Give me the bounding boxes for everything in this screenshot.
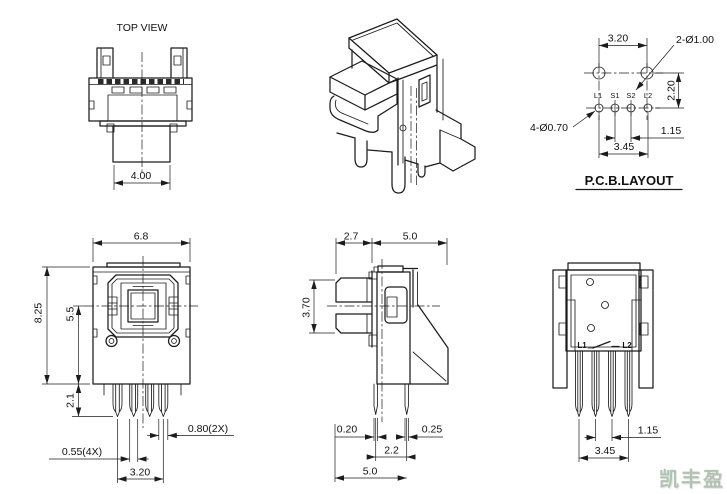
dim-row-spacing: 2.20 — [666, 80, 678, 101]
terminal-label-L1: L1 — [577, 341, 587, 350]
dim-pin-spacing: 2.2 — [384, 445, 399, 457]
dim-total-height: 8.25 — [33, 303, 45, 324]
watermark: 凯丰盈 — [659, 469, 725, 491]
dim-overall-depth: 5.0 — [363, 466, 378, 478]
dim-port-height: 3.70 — [301, 297, 313, 318]
front-view: 6.8 8.25 5.5 2.1 0.80(2X) — [33, 231, 234, 483]
pcb-layout-title: P.C.B.LAYOUT — [585, 173, 674, 188]
side-view-pins — [373, 383, 409, 415]
pad-label-S2: S2 — [626, 91, 635, 100]
pcb-dims: 3.20 2-Ø1.00 2.20 4-Ø0.70 1.15 3.45 — [530, 33, 714, 158]
side-view: 2.7 5.0 3.70 0.20 0.25 — [301, 231, 449, 482]
dim-small-span: 3.45 — [614, 141, 635, 153]
top-view: TOP VIEW — [88, 22, 193, 190]
side-view-dims: 2.7 5.0 3.70 0.20 0.25 — [301, 231, 448, 482]
front-view-pins — [112, 383, 169, 417]
dim-body-depth: 5.0 — [403, 231, 418, 243]
dim-large-pin-width: 0.80(2X) — [188, 423, 228, 435]
rear-view: L1 L2 1.15 3.45 — [552, 262, 661, 462]
rear-view-pins — [575, 350, 633, 417]
dim-pin-length: 2.1 — [65, 393, 77, 408]
front-view-outline — [92, 262, 191, 396]
rear-hole-3 — [587, 324, 595, 332]
rear-view-dims: 1.15 3.45 — [578, 419, 661, 462]
top-view-dims: 4.00 — [113, 165, 171, 190]
callout-large-holes: 2-Ø1.00 — [676, 34, 714, 46]
dim-small-inner-pitch: 1.15 — [661, 125, 682, 137]
dim-body-width: 6.8 — [134, 231, 149, 243]
dim-port-depth: 2.7 — [344, 231, 359, 243]
pcb-layout: L1 S1 S2 L2 3.20 2-Ø1.00 2.20 4-Ø0.70 — [530, 33, 714, 191]
dim-small-pin-width: 0.55(4X) — [62, 446, 102, 458]
pad-label-S1: S1 — [610, 91, 619, 100]
dim-large-pitch: 3.20 — [608, 33, 629, 45]
dim-lower-body-height: 5.5 — [65, 307, 77, 322]
callout-small-holes: 4-Ø0.70 — [530, 122, 568, 134]
dim-front-pin-thickness: 0.20 — [337, 424, 358, 436]
isometric-body — [329, 49, 476, 194]
pad-label-L1: L1 — [594, 91, 602, 100]
dim-rear-pin-span: 3.45 — [595, 445, 616, 457]
top-view-outline — [88, 47, 193, 163]
rear-hole-2 — [601, 301, 609, 309]
dim-pin-span: 3.20 — [130, 467, 151, 479]
dim-rear-pin-thickness: 0.25 — [422, 424, 443, 436]
side-view-outline — [335, 265, 449, 385]
pcb-holes — [584, 63, 663, 120]
top-view-title: TOP VIEW — [117, 22, 168, 34]
isometric-view — [329, 18, 476, 194]
dim-rear-inner-pitch: 1.15 — [638, 425, 659, 437]
front-view-dims: 6.8 8.25 5.5 2.1 0.80(2X) — [33, 231, 234, 483]
pad-label-L2: L2 — [644, 91, 652, 100]
pcb-pad-labels: L1 S1 S2 L2 — [594, 91, 652, 100]
terminal-label-L2: L2 — [622, 341, 632, 350]
rear-view-outline — [552, 262, 654, 389]
dim-plug-width: 4.00 — [131, 170, 152, 182]
rear-hole-1 — [586, 278, 594, 286]
